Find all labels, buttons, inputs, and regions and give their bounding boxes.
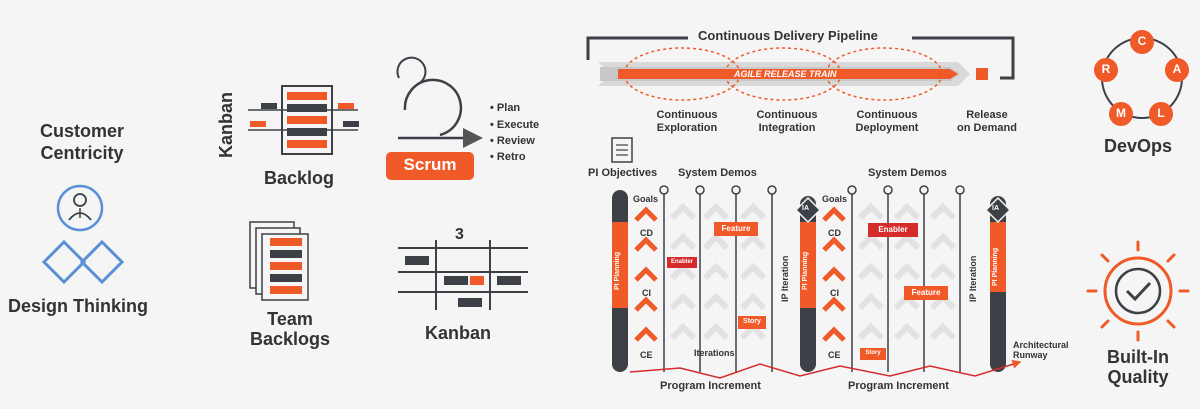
ia-label-1: IA (802, 205, 809, 212)
architectural-runway-label: Architectural Runway (1013, 340, 1069, 360)
enabler-card-label-2: Enabler (878, 225, 908, 234)
story-card-label-2: Story (865, 350, 881, 356)
calmr-icon (1094, 30, 1189, 126)
scrum-step-execute: • Execute (490, 119, 540, 131)
enabler-card-2 (868, 223, 918, 237)
pi-planning-label-1: PI Planning (614, 251, 621, 290)
stage-continuous-exploration: Continuous Exploration (656, 109, 718, 134)
ce-label-2: CE (828, 350, 841, 360)
calms-letter-m: M (1116, 106, 1126, 120)
program-increment-label-2: Program Increment (848, 380, 949, 392)
calms-letter-a: A (1172, 62, 1182, 76)
enabler-card-small-label: Enabler (670, 259, 693, 265)
pi-planning-bar-2 (800, 196, 816, 372)
program-increment-label-1: Program Increment (660, 380, 761, 392)
customer-icon (56, 184, 104, 232)
ia-badge-1 (794, 196, 822, 224)
calms-letter-r: R (1101, 62, 1111, 76)
stage-release-on-demand: Release on Demand (957, 109, 1017, 134)
ci-label-2: CI (830, 288, 839, 298)
kanban-board-icon (398, 240, 528, 310)
pipeline-arrow-band (598, 62, 988, 86)
built-in-quality-label: Built-In Quality (1107, 347, 1169, 387)
cd-label-1: CD (640, 228, 653, 238)
kanban-vertical-label: Kanban (216, 91, 236, 158)
pi-objectives-label: PI Objectives (588, 167, 658, 179)
stage-continuous-integration: Continuous Integration (756, 109, 818, 134)
cd-label-2: CD (828, 228, 841, 238)
design-thinking-label: Design Thinking (8, 296, 149, 316)
system-demos-label-1: System Demos (678, 167, 757, 179)
scrum-badge (386, 152, 474, 180)
orange-chevrons (634, 206, 846, 342)
feature-card-1 (714, 222, 758, 236)
ia-badge-2 (984, 196, 1012, 224)
ip-iteration-label-1: IP Iteration (780, 255, 790, 302)
pi-planning-bar-3 (990, 196, 1006, 372)
goals-label-2: Goals (822, 194, 848, 204)
feature-card-label-2: Feature (911, 288, 941, 297)
pi-planning-label-3: PI Planning (992, 247, 999, 286)
scrum-cycle-icon (396, 56, 483, 148)
calms-letter-l: L (1157, 106, 1165, 120)
ci-label-1: CI (642, 288, 651, 298)
feature-card-label-1: Feature (721, 224, 751, 233)
story-card-label-1: Story (743, 318, 761, 325)
customer-centricity-label: Customer Centricity (39, 121, 124, 163)
team-backlogs-icon (249, 221, 309, 301)
backlog-label: Backlog (264, 168, 335, 188)
ip-iteration-label-2: IP Iteration (968, 255, 978, 302)
goals-label-1: Goals (633, 194, 659, 204)
quality-check-icon (1086, 240, 1190, 342)
story-card-2 (860, 348, 886, 360)
backlog-icon (248, 85, 359, 155)
pipeline-loops (623, 47, 943, 101)
iterations-label: Iterations (694, 348, 735, 358)
scrum-step-review: • Review (490, 135, 535, 147)
design-thinking-icon (41, 239, 125, 285)
system-demos-label-2: System Demos (868, 167, 947, 179)
architectural-runway-line (629, 359, 1022, 379)
stage-continuous-deployment: Continuous Deployment (855, 109, 919, 134)
pipeline-frame (586, 36, 1015, 80)
pipeline-title: Continuous Delivery Pipeline (698, 28, 878, 43)
devops-label: DevOps (1104, 136, 1173, 156)
ia-label-2: IA (992, 205, 999, 212)
team-backlogs-label: Team Backlogs (249, 309, 331, 349)
scrum-label: Scrum (403, 155, 457, 174)
pi-planning-bar-1 (612, 190, 628, 372)
pi-planning-label-2: PI Planning (802, 251, 809, 290)
ce-label-1: CE (640, 350, 653, 360)
document-icon (611, 137, 633, 163)
kanban-wip-number: 3 (455, 226, 464, 243)
iteration-dividers (659, 185, 965, 372)
feature-card-2 (904, 286, 948, 300)
scrum-step-retro: • Retro (490, 151, 526, 163)
calms-letter-c: C (1137, 34, 1147, 48)
scrum-step-plan: • Plan (490, 102, 521, 114)
story-card-1 (738, 316, 766, 329)
agile-release-train-label: AGILE RELEASE TRAIN (734, 69, 837, 79)
enabler-card-small (667, 257, 697, 268)
kanban-bottom-label: Kanban (425, 323, 492, 343)
